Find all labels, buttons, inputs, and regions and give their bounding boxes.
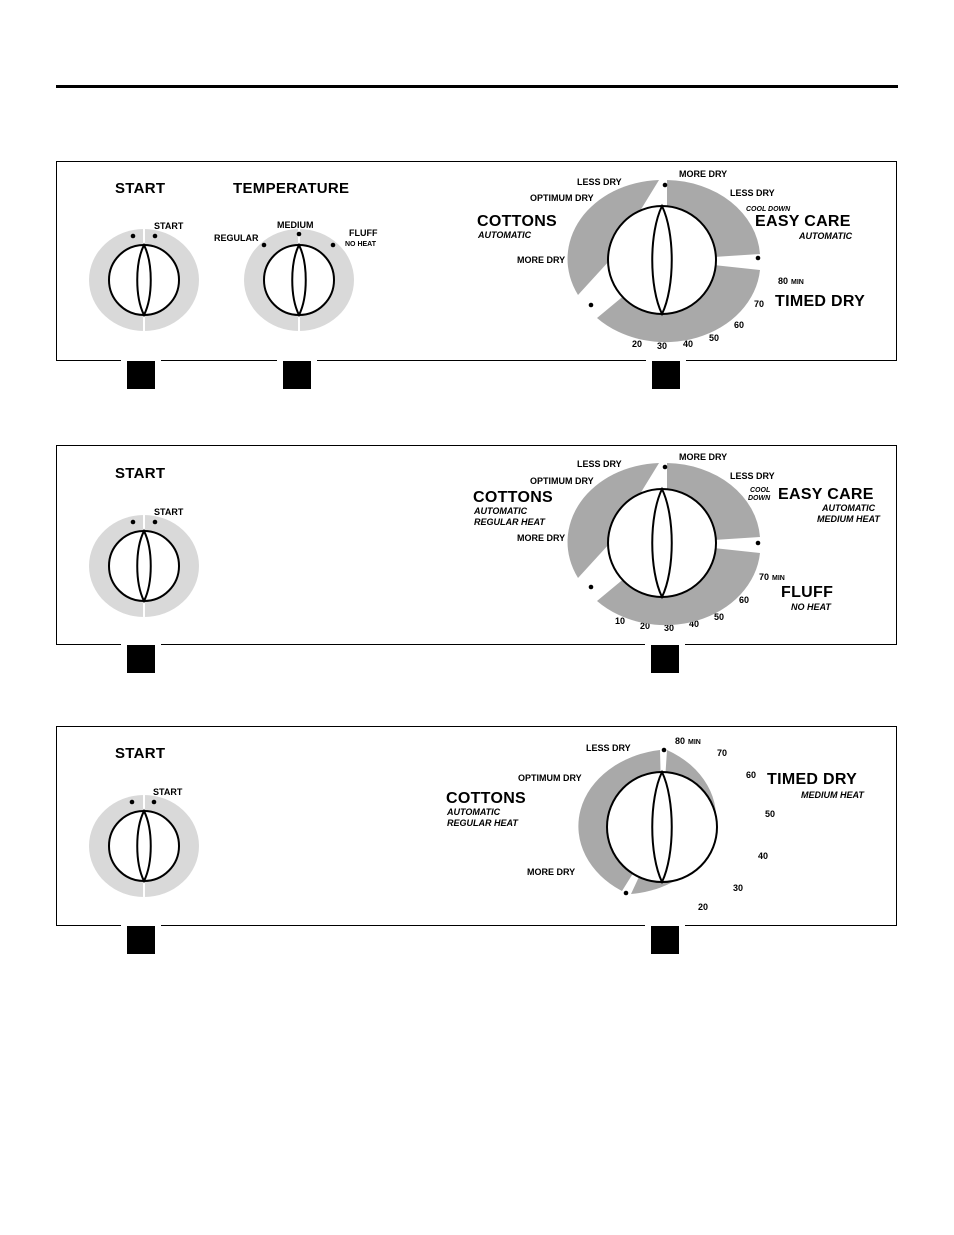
time-40: 40 — [758, 851, 769, 861]
start-mark-label: START — [154, 507, 184, 517]
cycle-optimum-dry: OPTIMUM DRY — [530, 476, 594, 486]
time-20: 20 — [632, 339, 643, 349]
fluff-sub: NO HEAT — [791, 602, 831, 612]
start-mark-label: START — [153, 787, 183, 797]
cool-label: COOL — [750, 487, 771, 494]
cottons-sub: AUTOMATIC — [478, 230, 532, 240]
time-30: 30 — [664, 623, 675, 633]
cycle-less-dry-left: LESS DRY — [577, 459, 622, 469]
temperature-knob[interactable] — [243, 228, 355, 332]
start-title: START — [115, 465, 166, 482]
cycle-less-dry-right: LESS DRY — [730, 471, 775, 481]
temp-regular-label: REGULAR — [214, 233, 259, 243]
cycle-optimum-dry: OPTIMUM DRY — [518, 773, 582, 783]
time-60: 60 — [734, 320, 745, 330]
cycle-more-dry-left: MORE DRY — [517, 255, 566, 265]
start-knob[interactable] — [88, 794, 200, 898]
cycle-more-dry-left: MORE DRY — [517, 533, 566, 543]
cycle-knob[interactable] — [565, 461, 761, 626]
cottons-sub-1: AUTOMATIC — [447, 807, 501, 817]
off-dot — [130, 233, 136, 239]
cycle-optimum-dry: OPTIMUM DRY — [530, 193, 594, 203]
cool-down-label: COOL DOWN — [746, 206, 791, 213]
time-60: 60 — [739, 595, 750, 605]
panel-2-tab-cycle — [645, 639, 685, 679]
timed-dry-label: TIMED DRY — [767, 771, 858, 788]
start-mark-label: START — [154, 221, 184, 231]
min-80-unit: MIN — [688, 739, 701, 746]
time-50: 50 — [765, 809, 776, 819]
panel-2-tab-start — [121, 639, 161, 679]
control-panel-3 — [56, 726, 897, 926]
temperature-title: TEMPERATURE — [233, 180, 350, 197]
easy-care-sub-2: MEDIUM HEAT — [817, 514, 880, 524]
cycle-more-dry: MORE DRY — [527, 867, 576, 877]
easy-care-sub: AUTOMATIC — [799, 231, 853, 241]
easy-care-label: EASY CARE — [778, 486, 874, 503]
cycle-less-dry-left: LESS DRY — [577, 177, 622, 187]
cottons-label: COTTONS — [473, 489, 554, 506]
time-40: 40 — [689, 619, 700, 629]
time-70: 70 — [717, 748, 728, 758]
temp-noheat-label: NO HEAT — [345, 241, 376, 248]
cycle-less-dry: LESS DRY — [586, 743, 631, 753]
cottons-label: COTTONS — [446, 790, 527, 807]
cycle-knob[interactable] — [567, 747, 763, 908]
easy-care-sub-1: AUTOMATIC — [822, 503, 876, 513]
timed-dry-sub: MEDIUM HEAT — [801, 790, 864, 800]
down-label: DOWN — [748, 495, 771, 502]
time-10: 10 — [615, 616, 626, 626]
min-80-number: 80 — [675, 736, 686, 746]
timed-dry-label: TIMED DRY — [775, 293, 866, 310]
start-dot — [152, 233, 158, 239]
min-80-unit: MIN — [791, 279, 804, 286]
cottons-label: COTTONS — [477, 213, 558, 230]
fluff-label: FLUFF — [781, 584, 834, 601]
start-title: START — [115, 745, 166, 762]
cycle-less-dry-right: LESS DRY — [730, 188, 775, 198]
min-80-number: 80 — [778, 276, 789, 286]
temp-fluff-label: FLUFF — [349, 228, 378, 238]
start-title: START — [115, 180, 166, 197]
time-70: 70 — [754, 299, 765, 309]
easy-care-label: EASY CARE — [755, 213, 851, 230]
time-30: 30 — [733, 883, 744, 893]
panel-3-tab-start — [121, 920, 161, 960]
time-20: 20 — [640, 621, 651, 631]
cottons-sub-2: REGULAR HEAT — [474, 517, 545, 527]
time-40: 40 — [683, 339, 694, 349]
min-70-number: 70 — [759, 572, 770, 582]
panel-3-tab-cycle — [645, 920, 685, 960]
top-rule — [56, 85, 898, 88]
panel-1-tab-temperature — [277, 355, 317, 395]
temp-medium-label: MEDIUM — [277, 220, 314, 230]
cottons-sub-1: AUTOMATIC — [474, 506, 528, 516]
start-knob[interactable] — [88, 228, 200, 332]
time-20: 20 — [698, 902, 709, 912]
control-panel-2 — [56, 445, 897, 645]
time-50: 50 — [709, 333, 720, 343]
panel-1-tab-start — [121, 355, 161, 395]
min-70-unit: MIN — [772, 575, 785, 582]
time-60: 60 — [746, 770, 757, 780]
cycle-more-dry-top: MORE DRY — [679, 452, 728, 462]
cottons-sub-2: REGULAR HEAT — [447, 818, 518, 828]
control-panel-1 — [56, 161, 897, 361]
start-knob[interactable] — [88, 514, 200, 618]
cycle-knob[interactable] — [565, 178, 761, 343]
time-50: 50 — [714, 612, 725, 622]
cycle-more-dry-top: MORE DRY — [679, 169, 728, 179]
time-30: 30 — [657, 341, 668, 351]
panel-1-tab-cycle — [646, 355, 686, 395]
